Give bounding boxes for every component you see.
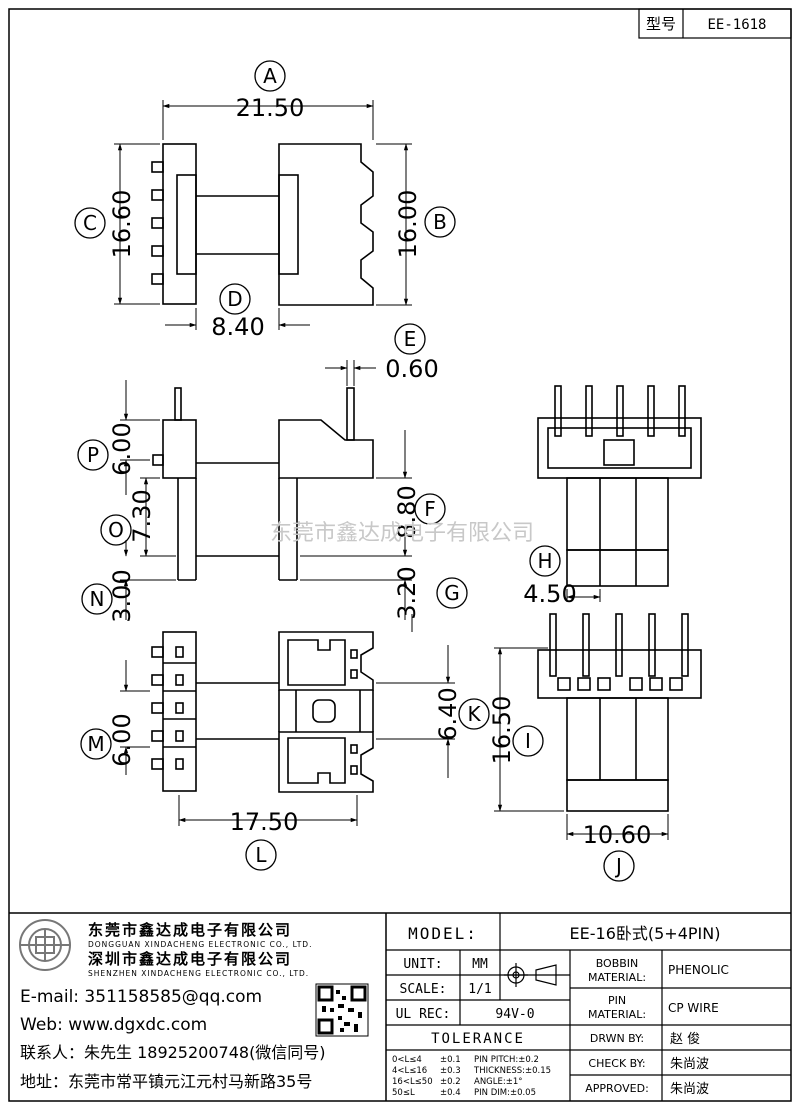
dim-a-letter: A	[263, 64, 277, 88]
qr-code	[315, 983, 369, 1037]
tolerance-label: TOLERANCE	[431, 1031, 525, 1047]
dim-o-letter: O	[108, 518, 124, 542]
dim-g-letter: G	[444, 581, 460, 605]
company-contact: 联系人：朱先生 18925200748(微信同号)	[20, 1043, 326, 1062]
tol-item: ANGLE:±1°	[474, 1077, 523, 1087]
tol-item: PIN PITCH:±0.2	[474, 1055, 539, 1065]
dim-d-letter: D	[227, 287, 242, 311]
dim-f-letter: F	[424, 497, 436, 521]
tol-item: PIN DIM:±0.05	[474, 1088, 536, 1098]
bobbin-label-2: MATERIAL:	[588, 971, 646, 984]
company-name-cn-2: 深圳市鑫达成电子有限公司	[88, 950, 292, 968]
front-view-dimensions	[566, 589, 601, 602]
bottom-view-dimensions	[120, 614, 455, 826]
company-name-en-1: DONGGUAN XINDACHENG ELECTRONIC CO., LTD.	[88, 940, 312, 949]
dim-c-value: 16.60	[108, 190, 136, 259]
tol-value: ±0.1	[440, 1055, 461, 1065]
unit-value: MM	[472, 957, 488, 972]
dim-a-value: 21.50	[236, 94, 305, 122]
dim-m-letter: M	[87, 732, 104, 756]
company-name-en-2: SHENZHEN XINDACHENG ELECTRONIC CO., LTD.	[88, 969, 309, 978]
footer: 东莞市鑫达成电子有限公司 DONGGUAN XINDACHENG ELECTRO…	[9, 912, 791, 1101]
dim-i-value: 16.50	[488, 696, 516, 765]
dim-d-value: 8.40	[211, 313, 264, 341]
dim-i-letter: I	[525, 729, 531, 753]
company-web: Web: www.dgxdc.com	[20, 1015, 207, 1035]
dim-g-value: 3.20	[393, 566, 421, 619]
dim-e-letter: E	[404, 327, 417, 351]
model-box-value: EE-1618	[707, 17, 766, 33]
dim-l-value: 17.50	[230, 808, 299, 836]
model-label: MODEL:	[408, 924, 478, 943]
model-box: 型号 EE-1618	[638, 8, 792, 39]
dim-h-letter: H	[537, 549, 552, 573]
tol-range: 16<L≤50	[392, 1077, 433, 1087]
dim-l-letter: L	[255, 843, 267, 867]
approved-value: 朱尚波	[670, 1082, 709, 1097]
dim-h-value: 4.50	[523, 580, 576, 608]
drawn-value: 赵 俊	[670, 1032, 700, 1047]
top-view-dimensions	[114, 100, 412, 330]
dim-n-letter: N	[90, 587, 105, 611]
projection-symbol-icon	[504, 963, 557, 987]
front-view	[537, 385, 702, 587]
check-value: 朱尚波	[670, 1057, 709, 1072]
dim-b-value: 16.00	[394, 190, 422, 259]
tol-value: ±0.4	[440, 1088, 461, 1098]
drawn-label: DRWN BY:	[590, 1032, 644, 1045]
tol-range: 0<L≤4	[392, 1055, 422, 1065]
company-logo	[19, 919, 71, 971]
model-value: EE-16卧式(5+4PIN)	[570, 924, 721, 943]
dim-b-letter: B	[433, 210, 447, 234]
dimension-labels: A 21.50 C 16.60 B 16.00 D 8.40 E 0.60 P …	[74, 60, 652, 882]
scale-value: 1/1	[468, 982, 491, 997]
dim-j-letter: J	[614, 854, 622, 878]
side-view	[152, 387, 374, 581]
pin-value: CP WIRE	[668, 1001, 719, 1015]
tol-item: THICKNESS:±0.15	[473, 1066, 551, 1076]
approved-label: APPROVED:	[585, 1082, 649, 1095]
top-view	[151, 143, 374, 306]
scale-label: SCALE:	[400, 982, 447, 997]
dim-o-value: 7.30	[128, 489, 156, 542]
dim-m-value: 6.00	[108, 713, 136, 766]
ulrec-value: 94V-0	[495, 1007, 534, 1022]
tol-value: ±0.2	[440, 1077, 461, 1087]
ulrec-label: UL REC:	[396, 1007, 451, 1022]
tol-range: 50≤L	[392, 1088, 415, 1098]
dim-f-value: 8.80	[393, 485, 421, 538]
dim-c-letter: C	[83, 211, 97, 235]
dim-k-letter: K	[467, 702, 481, 726]
rear-view	[537, 613, 702, 812]
company-email: E-mail: 351158585@qq.com	[20, 987, 262, 1007]
bobbin-label-1: BOBBIN	[596, 957, 639, 970]
bobbin-value: PHENOLIC	[668, 963, 729, 977]
tol-value: ±0.3	[440, 1066, 461, 1076]
rear-view-dimensions	[494, 647, 669, 840]
dim-e-value: 0.60	[385, 355, 438, 383]
sheet-border	[8, 8, 792, 1102]
dim-n-value: 3.00	[108, 569, 136, 622]
tolerance-rows: 0<L≤4 ±0.1 PIN PITCH:±0.2 4<L≤16 ±0.3 TH…	[392, 1055, 551, 1098]
unit-label: UNIT:	[403, 957, 442, 972]
bottom-view	[151, 631, 374, 793]
dim-k-value: 6.40	[434, 687, 462, 740]
dim-p-value: 6.00	[108, 422, 136, 475]
dim-j-value: 10.60	[583, 821, 652, 849]
company-name-cn-1: 东莞市鑫达成电子有限公司	[88, 921, 292, 939]
pin-label-1: PIN	[608, 994, 626, 1007]
tol-range: 4<L≤16	[392, 1066, 427, 1076]
dim-p-letter: P	[87, 443, 99, 467]
pin-label-2: MATERIAL:	[588, 1008, 646, 1021]
side-view-dimensions	[120, 360, 412, 620]
watermark: 东莞市鑫达成电子有限公司	[270, 521, 534, 546]
company-address: 地址：东莞市常平镇元江元村马新路35号	[20, 1072, 312, 1091]
model-box-label: 型号	[646, 15, 676, 33]
check-label: CHECK BY:	[588, 1057, 645, 1070]
